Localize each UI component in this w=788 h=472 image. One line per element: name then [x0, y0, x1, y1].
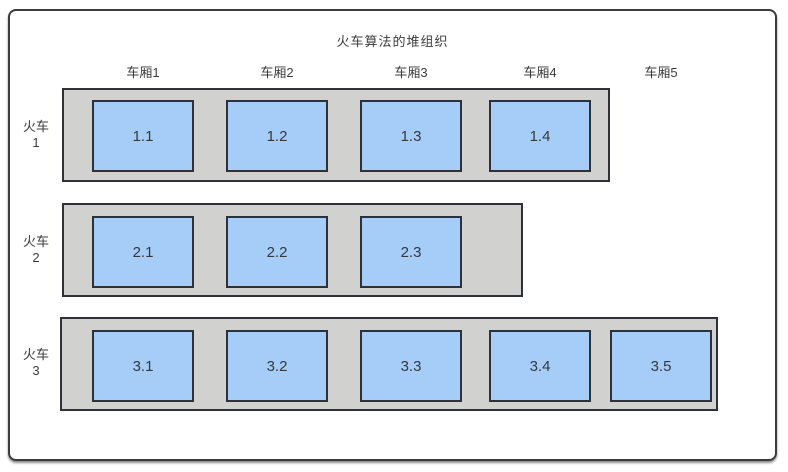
- heap-cell-2-2: 2.2: [226, 216, 328, 288]
- train-label-1-number: 1: [32, 135, 40, 150]
- train-label-3-number: 3: [32, 363, 40, 378]
- heap-cell-3-5: 3.5: [610, 330, 712, 402]
- heap-cell-3-2: 3.2: [226, 330, 328, 402]
- train-label-2-number: 2: [32, 250, 40, 265]
- heap-cell-1-1: 1.1: [92, 100, 194, 172]
- column-header-3: 车厢3: [394, 65, 428, 80]
- heap-cell-2-3: 2.3: [360, 216, 462, 288]
- heap-cell-3-4: 3.4: [489, 330, 591, 402]
- heap-cell-2-1: 2.1: [92, 216, 194, 288]
- diagram-title: 火车算法的堆组织: [336, 34, 449, 49]
- heap-cell-1-4: 1.4: [489, 100, 591, 172]
- column-header-1: 车厢1: [126, 65, 160, 80]
- heap-cell-1-3: 1.3: [360, 100, 462, 172]
- train-label-3-name: 火车: [22, 347, 49, 362]
- heap-cell-3-1: 3.1: [92, 330, 194, 402]
- column-header-2: 车厢2: [260, 65, 294, 80]
- column-header-5: 车厢5: [644, 65, 678, 80]
- heap-cell-1-2: 1.2: [226, 100, 328, 172]
- train-label-1-name: 火车: [22, 119, 49, 134]
- diagram-frame: 火车算法的堆组织 车厢1 车厢2 车厢3 车厢4 车厢5 火车 1 火车 2 火…: [8, 9, 777, 461]
- train-label-2-name: 火车: [22, 234, 49, 249]
- train-label-2: 火车 2: [10, 234, 62, 266]
- train-label-3: 火车 3: [10, 347, 62, 379]
- train-label-1: 火车 1: [10, 119, 62, 151]
- column-header-4: 车厢4: [523, 65, 557, 80]
- heap-cell-3-3: 3.3: [360, 330, 462, 402]
